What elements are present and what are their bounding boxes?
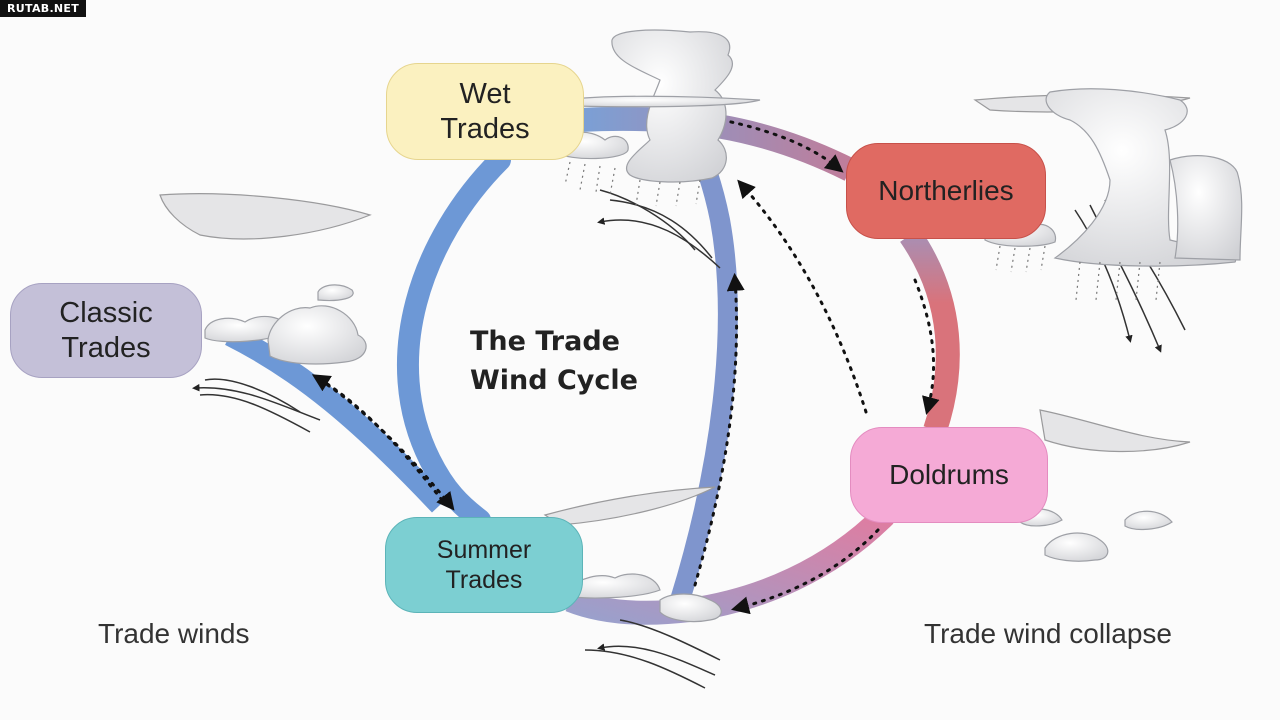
title-line-1: The Trade	[470, 326, 620, 357]
wind-streak-icon	[597, 217, 721, 269]
wind-streak-icon	[159, 193, 372, 240]
dotted-arrow-icon	[913, 278, 940, 415]
cloud-icon	[564, 573, 661, 599]
wind-streak-icon	[1039, 409, 1191, 453]
node-label-line-1: Classic	[59, 296, 153, 329]
node-label-line-1: Summer	[436, 536, 532, 564]
node-label-line-2: Trades	[61, 331, 151, 364]
node-wet-trades: Wet Trades	[386, 63, 584, 160]
wind-streak-icon	[597, 643, 716, 676]
rain	[564, 161, 1161, 301]
cloud-icon	[317, 284, 354, 302]
node-northerlies: Northerlies	[846, 143, 1046, 239]
diagram-title: The Trade Wind Cycle	[470, 322, 710, 400]
node-label: Doldrums	[889, 459, 1009, 491]
wind-streak-icon	[199, 393, 311, 433]
wind-streak-icon	[192, 383, 321, 421]
title-line-2: Wind Cycle	[470, 365, 638, 396]
node-label-line-1: Wet	[459, 77, 511, 110]
node-doldrums: Doldrums	[850, 427, 1048, 523]
dotted-arrow-icon	[693, 272, 745, 587]
wind-streak-icon	[584, 649, 706, 689]
dotted-arrow-icon	[318, 378, 455, 511]
clouds	[204, 29, 1243, 623]
cloud-icon	[267, 305, 367, 365]
dotted-arrow-icon	[731, 528, 880, 615]
cloud-icon	[659, 593, 722, 623]
cloud-icon	[1169, 155, 1243, 261]
node-label-line-2: Trades	[445, 566, 523, 594]
node-summer-trades: Summer Trades	[385, 517, 583, 613]
dotted-arrows	[311, 118, 940, 615]
wind-streak-icon	[619, 619, 721, 661]
northerlies-to-doldrums-path	[900, 228, 960, 434]
caption-trade-winds: Trade winds	[98, 618, 250, 649]
node-label: Northerlies	[878, 175, 1014, 207]
node-label-line-2: Trades	[440, 112, 530, 145]
cloud-icon	[1124, 510, 1173, 531]
classic-to-summer-path	[225, 325, 449, 513]
dotted-arrow-icon	[737, 179, 868, 414]
cloud-icon	[563, 95, 761, 108]
wind-streak-icon	[543, 486, 716, 526]
node-classic-trades: Classic Trades	[10, 283, 202, 378]
rain-icon	[995, 245, 1161, 301]
wind-streak-icon	[204, 378, 301, 413]
wind-streak-icon	[609, 199, 713, 259]
cloud-icon	[1045, 88, 1237, 267]
rain-icon	[564, 161, 701, 207]
watermark: RUTAB.NET	[0, 0, 87, 17]
caption-trade-wind-collapse: Trade wind collapse	[924, 618, 1172, 649]
cloud-icon	[1044, 532, 1109, 562]
